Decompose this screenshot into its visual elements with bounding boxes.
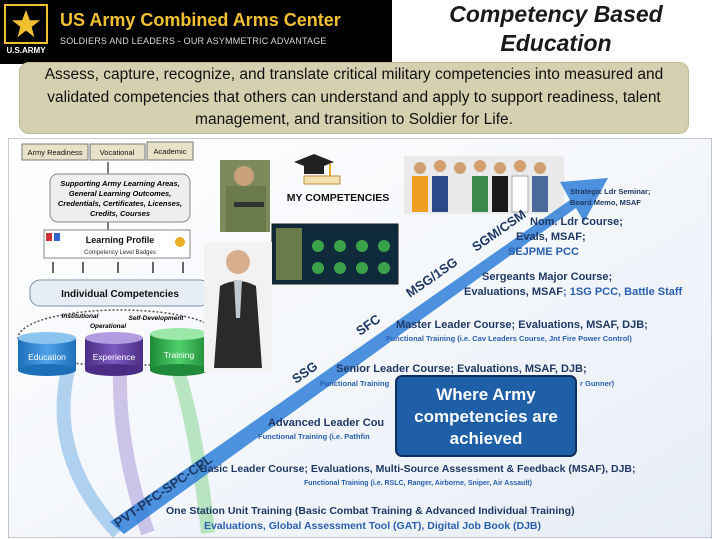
svg-text:Evaluations, Global Assessment: Evaluations, Global Assessment Tool (GAT… [204,520,541,532]
summary-box [19,62,689,134]
svg-text:Functional Training (i.e. Cav: Functional Training (i.e. Cav Leaders Co… [386,334,632,343]
svg-text:Institutional: Institutional [62,313,99,320]
tab-army-readiness [21,143,89,161]
svg-text:Master Leader Course; Evaluati: Master Leader Course; Evaluations, MSAF,… [396,319,648,331]
svg-text:achieved: achieved [450,429,523,448]
badge-icon [175,237,185,247]
svg-text:Self-Development: Self-Development [129,315,185,322]
level-cpl: Basic Leader Course; Evaluations, Multi-… [200,463,635,487]
level-ssg: Senior Leader Course; Evaluations, MSAF,… [320,363,615,388]
civilian-photo [204,242,272,372]
level-pvt: One Station Unit Training (Basic Combat … [166,505,575,532]
svg-text:Army Readiness: Army Readiness [27,148,82,157]
level-msg: Sergeants Major Course; Evaluations, MSA… [464,271,683,298]
svg-text:Strategic Ldr Seminar;: Strategic Ldr Seminar; [570,187,650,196]
svg-text:General Learning Outcomes,: General Learning Outcomes, [69,189,172,198]
svg-text:Learning Profile: Learning Profile [86,235,155,245]
army-star-logo: U.S.ARMY [4,4,48,55]
svg-text:r Gunner): r Gunner) [580,379,615,388]
civilian-workforce-photo [404,156,564,214]
svg-text:Supporting Army Learning Areas: Supporting Army Learning Areas, [60,179,179,188]
svg-text:Vocational: Vocational [100,148,135,157]
title-area [392,0,720,64]
soldier-photo [220,160,270,232]
competency-diagram: Army Readiness Vocational Academic Suppo… [8,138,712,538]
svg-text:One Station Unit Training (Bas: One Station Unit Training (Basic Combat … [166,505,575,517]
level-csm: Strategic Ldr Seminar; Board Memo, MSAF [570,187,650,207]
pillar-training: Training [150,328,208,376]
svg-text:Nom. Ldr Course;: Nom. Ldr Course; [530,216,623,228]
svg-text:Academic: Academic [154,147,187,156]
svg-text:competencies are: competencies are [414,407,558,426]
svg-text:Where Army: Where Army [436,385,536,404]
tab-academic [146,141,194,161]
svg-text:U.S.ARMY: U.S.ARMY [6,46,46,55]
header-bar: U.S.ARMY US Army Combined Arms Center SO… [0,0,392,64]
svg-text:Evals, MSAF;: Evals, MSAF; [516,231,586,243]
org-tagline: SOLDIERS AND LEADERS - OUR ASYMMETRIC AD… [60,36,327,46]
svg-text:Functional Training: Functional Training [320,379,390,388]
level-sgt: Advanced Leader Cou Functional Training … [258,417,384,441]
svg-text:Functional Training (i.e. RSLC: Functional Training (i.e. RSLC, Ranger, … [304,480,532,487]
svg-text:Individual Competencies: Individual Competencies [61,289,179,300]
svg-text:Senior Leader Course; Evaluati: Senior Leader Course; Evaluations, MSAF,… [336,363,587,375]
slide-title-line-2: Education [500,30,612,56]
svg-text:Competency Level Badges: Competency Level Badges [84,250,156,256]
my-competencies-label: MY COMPETENCIES [287,192,390,204]
svg-text:Board Memo, MSAF: Board Memo, MSAF [570,198,641,207]
competency-dashboard-thumbnail [271,223,399,285]
left-panel: Army Readiness Vocational Academic Suppo… [17,141,223,376]
education-arc [56,368,124,538]
pillar-experience: Experience [85,332,143,376]
pillar-education: Education [18,332,76,376]
connector-arrows [52,262,184,273]
career-progression-arrow [110,178,608,534]
learning-profile-box [43,229,191,259]
svg-text:Credits, Courses: Credits, Courses [90,209,150,218]
svg-text:Sergeants Major Course;: Sergeants Major Course; [482,271,612,283]
svg-text:Education: Education [28,352,66,362]
training-arc [171,368,215,534]
svg-text:SEJPME PCC: SEJPME PCC [508,246,579,258]
slide-title-line-1: Competency Based [449,1,663,27]
level-sfc: Master Leader Course; Evaluations, MSAF,… [386,319,648,343]
svg-text:Evaluations, MSAF; 1SG PCC, Ba: Evaluations, MSAF; 1SG PCC, Battle Staff [464,286,683,298]
tab-vocational [89,143,146,161]
summary-text: Assess, capture, recognize, and translat… [44,66,664,128]
svg-text:Advanced Leader Cou: Advanced Leader Cou [268,417,384,429]
svg-text:Operational: Operational [90,323,126,330]
svg-text:Basic Leader Course; Evaluatio: Basic Leader Course; Evaluations, Multi-… [200,463,635,475]
slide-title: Competency Based Education [392,0,720,58]
svg-text:Experience: Experience [93,352,136,362]
graduation-cap-icon [294,154,341,185]
svg-text:Credentials, Certificates, Lic: Credentials, Certificates, Licenses, [58,199,182,208]
level-sgm: Nom. Ldr Course; Evals, MSAF; SEJPME PCC [508,216,623,258]
svg-text:Functional Training (i.e. Path: Functional Training (i.e. Pathfin [258,432,370,441]
svg-text:Training: Training [164,350,195,360]
learning-areas-box [49,173,191,223]
achievement-callout: Where Army competencies are achieved [395,375,577,457]
org-title: US Army Combined Arms Center [60,10,341,30]
